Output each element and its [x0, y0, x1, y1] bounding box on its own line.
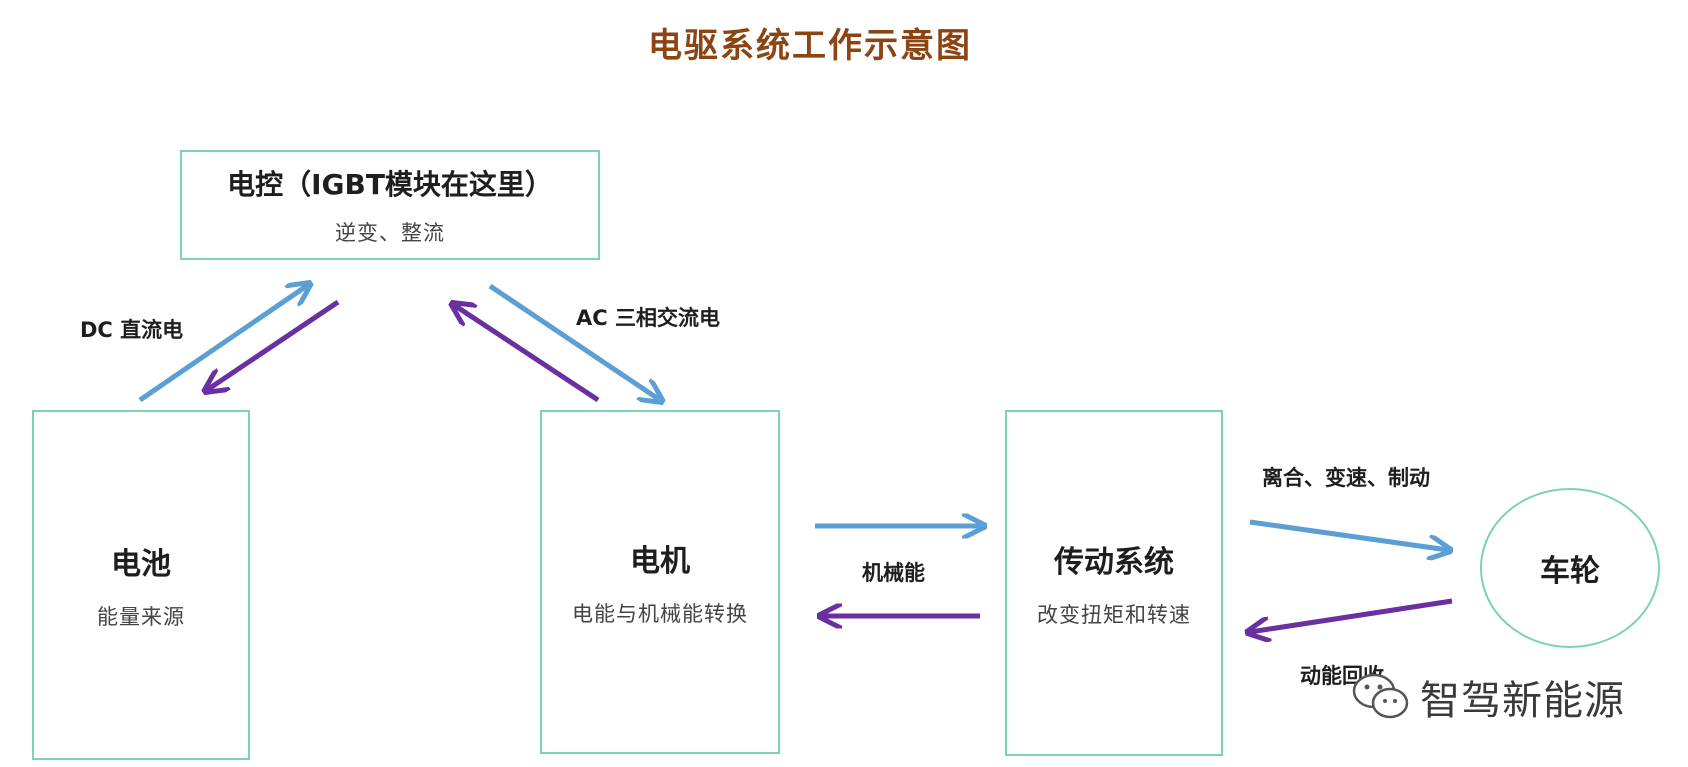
wheel-node: 车轮 — [1480, 488, 1660, 648]
arrow-controller-to-motor — [488, 283, 660, 400]
motor-name: 电机 — [630, 544, 690, 579]
transmission-desc: 改变扭矩和转速 — [1037, 603, 1191, 627]
controller-node: 电控（IGBT模块在这里） 逆变、整流 — [180, 150, 600, 260]
arrow-battery-to-controller — [138, 285, 308, 403]
label-mechanical: 机械能 — [862, 561, 925, 585]
motor-node: 电机 电能与机械能转换 — [540, 410, 780, 754]
arrow-transmission-to-wheel — [1249, 519, 1448, 550]
watermark-text: 智驾新能源 — [1420, 678, 1625, 724]
motor-desc: 电能与机械能转换 — [572, 602, 748, 626]
transmission-name: 传动系统 — [1054, 545, 1174, 580]
controller-name: 电控（IGBT模块在这里） — [227, 168, 553, 201]
watermark: 智驾新能源 — [1350, 668, 1625, 726]
arrow-wheel-to-transmission — [1250, 598, 1453, 632]
wheel-name: 车轮 — [1540, 554, 1600, 589]
battery-name: 电池 — [111, 547, 171, 582]
battery-desc: 能量来源 — [97, 605, 185, 629]
battery-node: 电池 能量来源 — [32, 410, 250, 760]
diagram-title: 电驱系统工作示意图 — [648, 26, 972, 66]
controller-desc: 逆变、整流 — [335, 221, 445, 245]
transmission-node: 传动系统 改变扭矩和转速 — [1005, 410, 1223, 756]
label-dc: DC 直流电 — [80, 318, 184, 342]
label-clutch: 离合、变速、制动 — [1262, 466, 1430, 490]
wechat-icon — [1352, 673, 1409, 719]
arrow-motor-to-controller — [454, 305, 600, 403]
arrow-controller-to-battery — [207, 299, 340, 390]
label-ac: AC 三相交流电 — [576, 306, 720, 330]
